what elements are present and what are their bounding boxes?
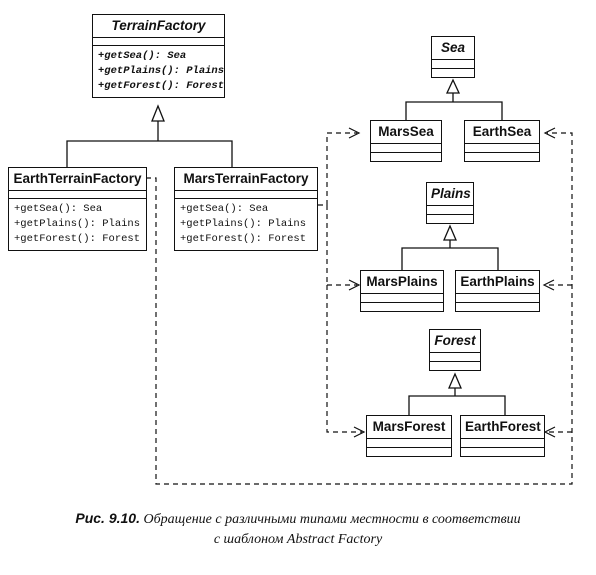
attributes-compartment (430, 353, 480, 362)
attributes-compartment (371, 144, 441, 153)
class-name: Sea (432, 37, 474, 60)
class-sea: Sea (431, 36, 475, 78)
caption-line-2: с шаблоном Abstract Factory (213, 532, 383, 547)
operations-compartment: +getSea(): Sea +getPlains(): Plains +get… (93, 46, 224, 97)
operation: +getSea(): Sea (98, 50, 187, 62)
class-forest: Forest (429, 329, 481, 371)
class-mars-forest: MarsForest (366, 415, 452, 457)
attributes-compartment (427, 206, 473, 215)
class-name: EarthTerrainFactory (9, 168, 146, 191)
operations-compartment (456, 303, 539, 311)
caption-line-1: Рис. 9.10. Обращение с различными типами… (0, 508, 596, 530)
attributes-compartment (9, 191, 146, 199)
attributes-compartment (93, 38, 224, 46)
operations-compartment: +getSea(): Sea +getPlains(): Plains +get… (9, 199, 146, 250)
operations-compartment (461, 448, 544, 456)
attributes-compartment (361, 294, 443, 303)
operations-compartment (367, 448, 451, 456)
operations-compartment (430, 362, 480, 370)
class-earth-terrain-factory: EarthTerrainFactory +getSea(): Sea +getP… (8, 167, 147, 251)
operation: +getSea(): Sea (180, 203, 269, 215)
operation: +getPlains(): Plains (180, 218, 307, 230)
operations-compartment: +getSea(): Sea +getPlains(): Plains +get… (175, 199, 317, 250)
class-mars-terrain-factory: MarsTerrainFactory +getSea(): Sea +getPl… (174, 167, 318, 251)
attributes-compartment (175, 191, 317, 199)
class-mars-sea: MarsSea (370, 120, 442, 162)
class-name: MarsSea (371, 121, 441, 144)
caption-text: Обращение с различными типами местности … (143, 512, 521, 527)
class-earth-forest: EarthForest (460, 415, 545, 457)
class-name: MarsPlains (361, 271, 443, 294)
operation: +getForest(): Forest (98, 80, 225, 92)
attributes-compartment (456, 294, 539, 303)
class-name: EarthForest (461, 416, 544, 439)
class-name: EarthPlains (456, 271, 539, 294)
attributes-compartment (432, 60, 474, 69)
class-name: EarthSea (465, 121, 539, 144)
operations-compartment (371, 153, 441, 161)
figure-label: Рис. 9.10. (75, 510, 140, 526)
operation: +getPlains(): Plains (98, 65, 225, 77)
operation: +getForest(): Forest (14, 233, 141, 245)
class-earth-sea: EarthSea (464, 120, 540, 162)
class-name: Forest (430, 330, 480, 353)
operation: +getSea(): Sea (14, 203, 103, 215)
class-mars-plains: MarsPlains (360, 270, 444, 312)
class-name: Plains (427, 183, 473, 206)
class-name: MarsForest (367, 416, 451, 439)
operations-compartment (465, 153, 539, 161)
class-terrain-factory: TerrainFactory +getSea(): Sea +getPlains… (92, 14, 225, 98)
relationship-lines (66, 78, 573, 485)
class-plains: Plains (426, 182, 474, 224)
class-name: MarsTerrainFactory (175, 168, 317, 191)
operations-compartment (361, 303, 443, 311)
operations-compartment (432, 69, 474, 77)
operation: +getPlains(): Plains (14, 218, 141, 230)
uml-diagram: TerrainFactory +getSea(): Sea +getPlains… (8, 14, 573, 485)
operation: +getForest(): Forest (180, 233, 307, 245)
operations-compartment (427, 215, 473, 223)
class-name: TerrainFactory (93, 15, 224, 38)
attributes-compartment (461, 439, 544, 448)
figure-caption: Рис. 9.10. Обращение с различными типами… (0, 508, 596, 550)
attributes-compartment (367, 439, 451, 448)
attributes-compartment (465, 144, 539, 153)
class-earth-plains: EarthPlains (455, 270, 540, 312)
